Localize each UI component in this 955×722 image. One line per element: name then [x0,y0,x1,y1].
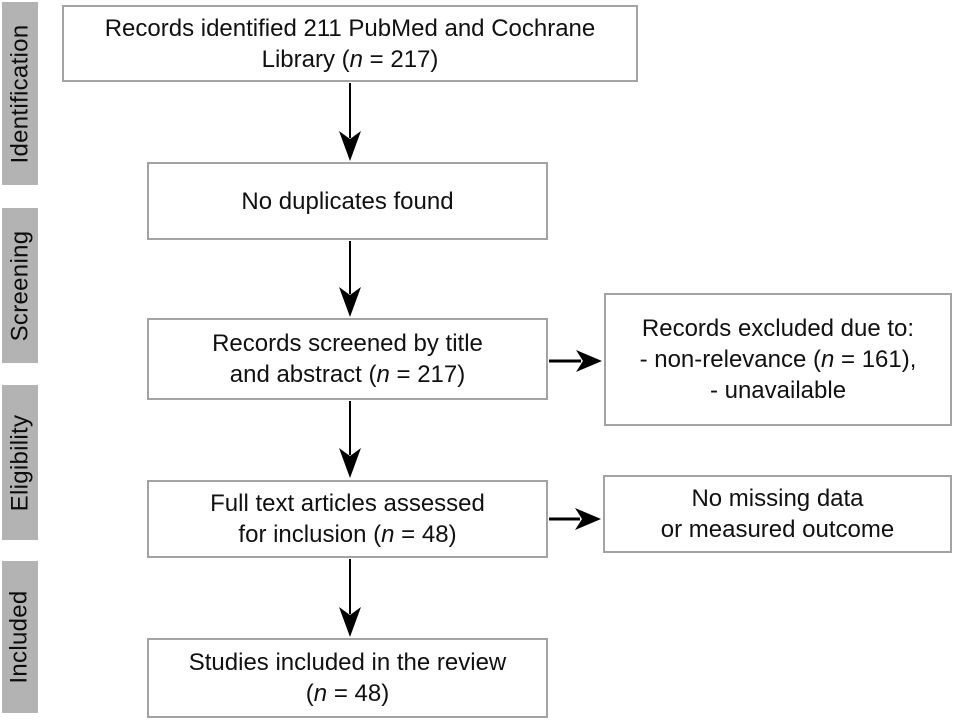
stage-label-identification: Identification [2,2,38,185]
box-records-identified: Records identified 211 PubMed and Cochra… [62,5,638,82]
box-studies-included: Studies included in the review (n = 48) [147,638,548,718]
box-text-line: and abstract (n = 217) [229,361,466,388]
stage-label-text: Identification [6,24,33,163]
box-text-line: No duplicates found [241,187,454,215]
box-text-line: Full text articles assessed [210,490,485,517]
arrow-right-icon [575,508,601,530]
arrow-down-icon [339,448,361,478]
box-text-line: Records identified 211 PubMed and Cochra… [104,14,596,42]
box-no-duplicates: No duplicates found [147,162,548,240]
box-text-line: - unavailable [709,377,847,404]
box-text-line: Records excluded due to: [641,315,915,342]
stage-label-text: Eligibility [6,414,34,511]
box-text-line: (n = 48) [305,680,390,707]
box-text-line: Records screened by title [212,330,483,357]
arrow-down-icon [339,131,361,161]
box-text-line: - non-relevance (n = 161), [639,346,917,373]
box-records-excluded: Records excluded due to: - non-relevance… [604,293,952,426]
box-text-line: Library (n = 217) [261,45,439,73]
box-text-line: Studies included in the review [188,649,507,676]
stage-label-text: Included [6,590,34,684]
stage-label-eligibility: Eligibility [2,385,38,540]
box-no-missing-data: No missing data or measured outcome [603,475,952,553]
stage-label-screening: Screening [2,208,38,363]
box-fulltext-assessed: Full text articles assessed for inclusio… [147,480,548,558]
stage-label-text: Screening [6,230,33,341]
box-text-line: No missing data [691,485,864,512]
box-records-screened: Records screened by title and abstract (… [147,318,548,400]
arrow-down-icon [339,287,361,317]
stage-label-included: Included [2,561,38,713]
box-text-line: for inclusion (n = 48) [238,521,457,548]
arrow-right-icon [576,350,602,372]
arrow-down-icon [339,607,361,637]
box-text-line: or measured outcome [660,516,895,543]
